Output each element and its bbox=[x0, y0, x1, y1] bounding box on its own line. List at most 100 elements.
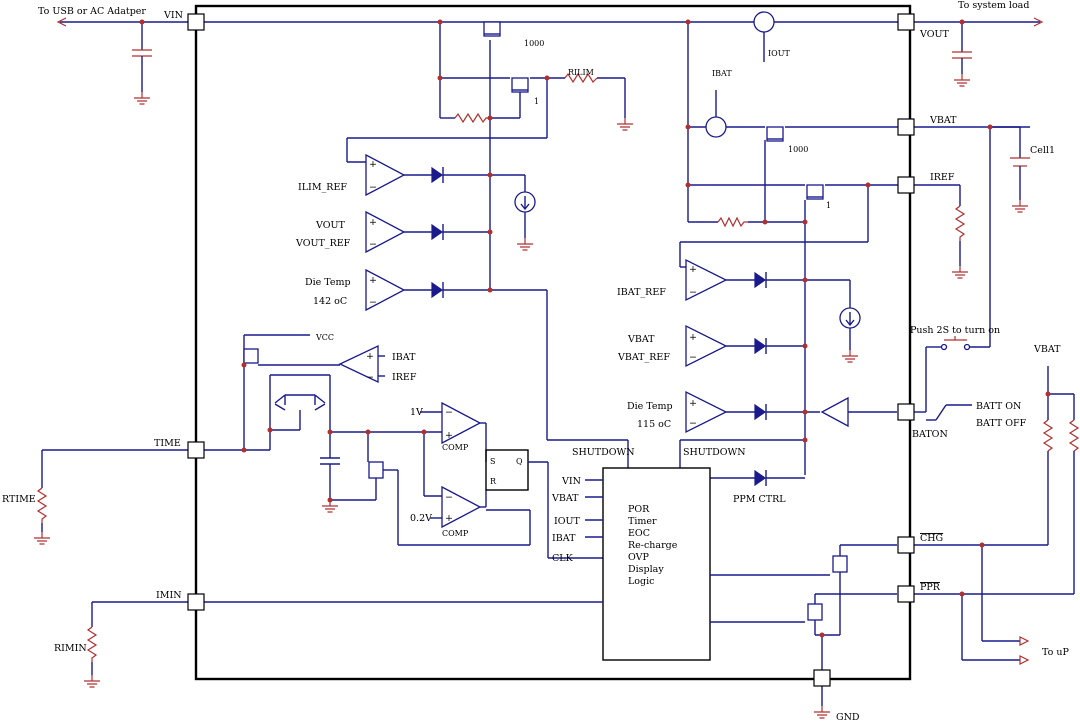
logic-block bbox=[602, 467, 711, 661]
label-115c: 115 oC bbox=[637, 419, 671, 430]
logic-function: Display bbox=[628, 564, 664, 575]
label-die-temp-right: Die Temp bbox=[627, 401, 673, 412]
chip-ground bbox=[813, 705, 831, 719]
label-system-load: To system load bbox=[958, 0, 1029, 11]
status-output-fets bbox=[710, 544, 897, 670]
label-push-button: Push 2S to turn on bbox=[910, 325, 1000, 336]
label-fet-1000-bat: 1000 bbox=[788, 145, 808, 154]
left-current-source-ground bbox=[516, 237, 534, 251]
pass-fet-1000 bbox=[483, 21, 501, 37]
label-iout: IOUT bbox=[768, 49, 790, 58]
label-vout-ref: VOUT_REF bbox=[295, 238, 351, 249]
label-to-up: To uP bbox=[1042, 647, 1069, 658]
power-path-wires bbox=[60, 21, 1040, 475]
input-regulation-loop: + − + − + − bbox=[346, 78, 629, 468]
label-cell1: Cell1 bbox=[1030, 145, 1055, 156]
logic-function: OVP bbox=[628, 552, 649, 563]
svg-text:−: − bbox=[445, 407, 453, 418]
logic-input: CLK bbox=[552, 553, 574, 564]
label-shutdown-left: SHUTDOWN bbox=[572, 447, 635, 458]
pin-vin: VIN bbox=[163, 10, 183, 21]
label-vbat-ref: VBAT_REF bbox=[617, 352, 670, 363]
logic-function: Timer bbox=[628, 516, 657, 527]
pin-imin: IMIN bbox=[156, 590, 182, 601]
logic-function: Re-charge bbox=[628, 540, 678, 551]
svg-text:+: + bbox=[369, 217, 377, 228]
svg-text:−: − bbox=[689, 352, 697, 363]
logic-function: Logic bbox=[628, 576, 654, 587]
timer-circuit: + − − + − + bbox=[194, 334, 603, 559]
label-batt-on: BATT ON bbox=[976, 401, 1021, 412]
svg-text:+: + bbox=[689, 398, 697, 409]
label-ilim-ref: ILIM_REF bbox=[298, 182, 347, 193]
label-vbat-rail: VBAT bbox=[1033, 344, 1061, 355]
external-right bbox=[821, 17, 1080, 706]
sense-resistor-bat bbox=[717, 216, 748, 228]
latch-q: Q bbox=[516, 457, 523, 466]
latch-r: R bbox=[490, 477, 497, 486]
svg-text:−: − bbox=[689, 418, 697, 429]
label-fet-1-top: 1 bbox=[534, 97, 539, 106]
label-1v: 1V bbox=[410, 407, 423, 418]
latch-s: S bbox=[490, 457, 495, 466]
pin-gnd: GND bbox=[836, 712, 860, 722]
svg-text:+: + bbox=[445, 430, 453, 441]
label-rtime: RTIME bbox=[2, 494, 36, 505]
svg-text:+: + bbox=[445, 513, 453, 524]
label-amp-ibat: IBAT bbox=[392, 352, 416, 363]
label-fet-1-bat: 1 bbox=[826, 201, 831, 210]
sense-resistor-top bbox=[454, 112, 490, 124]
label-comp-bottom: COMP bbox=[442, 529, 469, 538]
pin-baton: BATON bbox=[912, 429, 948, 440]
label-vout-input: VOUT bbox=[315, 220, 345, 231]
label-ppm-ctrl: PPM CTRL bbox=[733, 494, 786, 505]
sense-fet-1 bbox=[511, 77, 529, 93]
rilim-resistor bbox=[564, 72, 598, 84]
svg-text:−: − bbox=[369, 239, 377, 250]
battery-regulation-loop: + − + − + − bbox=[679, 185, 897, 487]
cell-ground bbox=[1011, 199, 1029, 213]
junction-dots bbox=[139, 19, 1051, 638]
label-comp-top: COMP bbox=[442, 443, 469, 452]
svg-text:+: + bbox=[689, 332, 697, 343]
logic-block-input-ticks bbox=[585, 479, 603, 538]
pin-vout: VOUT bbox=[919, 29, 949, 40]
iout-probe bbox=[753, 11, 775, 62]
rilim-ground bbox=[616, 117, 634, 131]
label-vbat-input: VBAT bbox=[627, 334, 655, 345]
pin-time: TIME bbox=[154, 438, 181, 449]
svg-text:+: + bbox=[689, 264, 697, 275]
svg-text:−: − bbox=[366, 372, 374, 383]
label-shutdown-right: SHUTDOWN bbox=[683, 447, 746, 458]
pin-ppr: PPR bbox=[920, 582, 941, 593]
label-batt-off: BATT OFF bbox=[976, 418, 1027, 429]
label-rilim: RILIM bbox=[568, 68, 594, 77]
pin-chg: CHG bbox=[920, 533, 943, 544]
label-rimin: RIMIN bbox=[54, 643, 87, 654]
right-current-source-ground bbox=[841, 349, 859, 363]
rimin-ground bbox=[83, 674, 101, 688]
label-ibat-ref: IBAT_REF bbox=[617, 287, 666, 298]
logic-input: VBAT bbox=[551, 493, 579, 504]
label-vcc: VCC bbox=[315, 333, 334, 342]
input-cap-ground bbox=[133, 91, 151, 105]
svg-text:−: − bbox=[369, 182, 377, 193]
output-cap-ground bbox=[953, 73, 971, 87]
label-amp-iref: IREF bbox=[392, 372, 417, 383]
iref-ground bbox=[951, 265, 969, 279]
logic-input: IOUT bbox=[554, 516, 581, 527]
logic-function: POR bbox=[628, 504, 650, 515]
ibat-probe bbox=[705, 90, 727, 138]
logic-function: EOC bbox=[628, 528, 650, 539]
svg-text:−: − bbox=[369, 297, 377, 308]
svg-text:−: − bbox=[689, 287, 697, 298]
label-die-temp-left: Die Temp bbox=[305, 277, 351, 288]
logic-block-functions: POR Timer EOC Re-charge OVP Display Logi… bbox=[628, 504, 678, 587]
svg-text:+: + bbox=[369, 275, 377, 286]
label-ibat-probe: IBAT bbox=[712, 69, 732, 78]
external-left bbox=[36, 17, 190, 675]
logic-input: IBAT bbox=[552, 533, 576, 544]
pin-iref: IREF bbox=[930, 172, 955, 183]
logic-input: VIN bbox=[561, 476, 581, 487]
